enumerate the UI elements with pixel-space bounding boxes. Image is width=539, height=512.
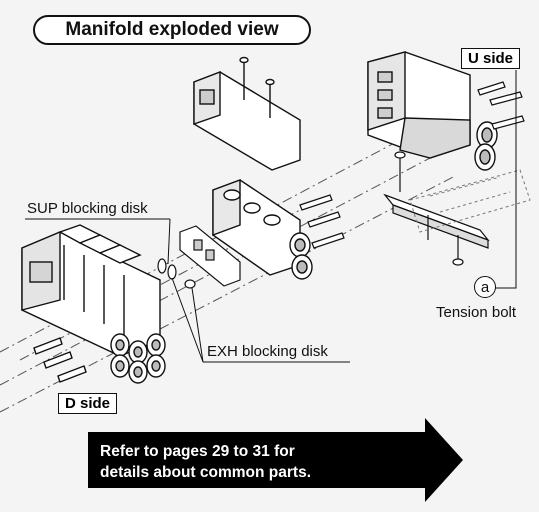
leader-lines bbox=[25, 70, 517, 363]
gasket bbox=[179, 225, 241, 287]
exh-blocking-disk-label: EXH blocking disk bbox=[207, 343, 328, 360]
din-rail-bracket bbox=[383, 151, 490, 266]
callout-arrow bbox=[88, 418, 463, 502]
solenoid-valve bbox=[193, 56, 301, 171]
d-side-assembly bbox=[21, 224, 166, 384]
page-title: Manifold exploded view bbox=[33, 15, 311, 45]
manifold-block bbox=[212, 178, 313, 280]
callout-note-line2: details about common parts. bbox=[100, 464, 312, 481]
tension-bolt-label: Tension bolt bbox=[436, 304, 517, 321]
sup-blocking-disk-label: SUP blocking disk bbox=[27, 200, 148, 217]
din-rail bbox=[409, 169, 531, 233]
blocking-disks bbox=[157, 258, 196, 289]
u-side-end-plate bbox=[367, 51, 498, 171]
callout-note: Refer to pages 29 to 31 for details abou… bbox=[100, 441, 400, 483]
callout-note-line1: Refer to pages 29 to 31 for bbox=[100, 443, 295, 460]
tension-bolt-marker-letter: a bbox=[480, 278, 490, 296]
tension-bolts bbox=[299, 81, 525, 249]
page-start: 29 bbox=[211, 443, 230, 460]
tension-bolt-marker: a bbox=[474, 276, 496, 298]
d-side-label: D side bbox=[58, 393, 118, 414]
page-end: 31 bbox=[252, 443, 270, 460]
u-side-label: U side bbox=[461, 48, 521, 69]
